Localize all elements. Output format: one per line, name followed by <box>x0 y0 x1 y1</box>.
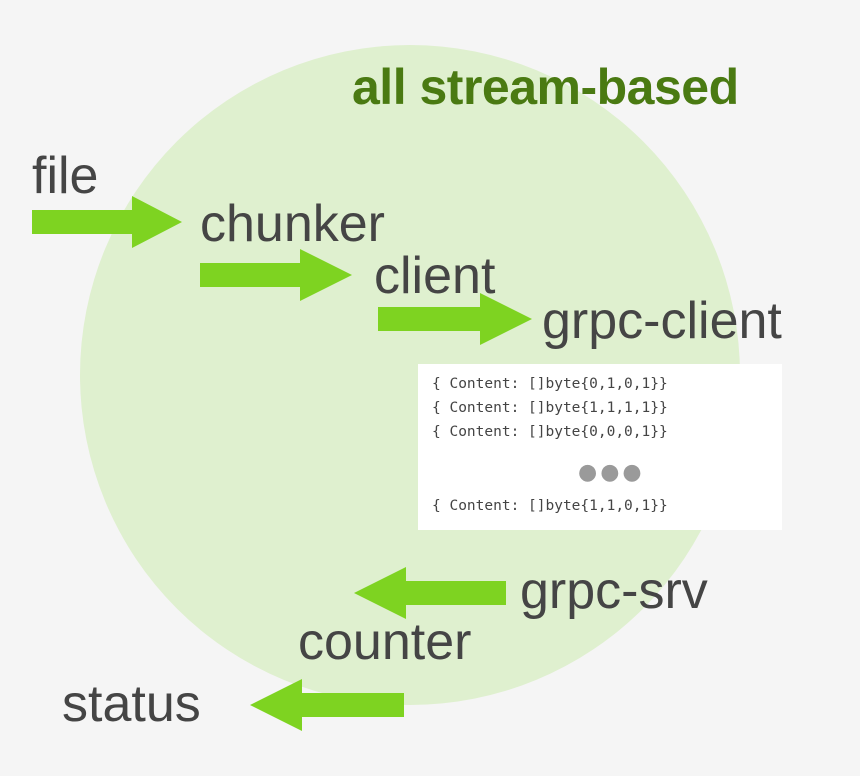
label-counter: counter <box>298 613 472 671</box>
diagram-title: all stream-based <box>352 59 739 115</box>
arrow-grpc-srv-to-counter <box>354 567 506 619</box>
label-client: client <box>374 247 496 305</box>
label-file: file <box>32 147 99 205</box>
ellipsis-dots: ●●● <box>578 460 645 485</box>
code-line-last: { Content: []byte{1,1,0,1}} <box>432 498 668 514</box>
arrow-counter-to-status <box>250 679 404 731</box>
arrow-client-to-grpc-client <box>378 293 532 345</box>
label-chunker: chunker <box>200 195 385 253</box>
code-line: { Content: []byte{0,1,0,1}} <box>432 376 668 392</box>
label-status: status <box>62 675 201 733</box>
code-line: { Content: []byte{1,1,1,1}} <box>432 400 668 416</box>
code-sample-box: { Content: []byte{0,1,0,1}} { Content: [… <box>418 364 782 530</box>
arrow-chunker-to-client <box>200 249 352 301</box>
arrow-file-to-chunker <box>32 196 182 248</box>
label-grpc-client: grpc-client <box>542 292 782 350</box>
label-grpc-srv: grpc-srv <box>520 562 708 620</box>
code-line: { Content: []byte{0,0,0,1}} <box>432 424 668 440</box>
